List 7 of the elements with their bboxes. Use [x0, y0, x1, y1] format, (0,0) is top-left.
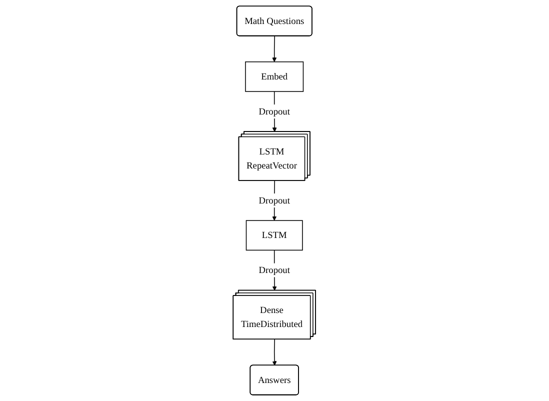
- node-box: LSTM: [246, 220, 303, 251]
- arrow: [272, 36, 277, 62]
- edge-label: Dropout: [258, 264, 290, 276]
- arrow: [272, 339, 277, 366]
- node-box: Embed: [245, 61, 304, 92]
- edge-label: Dropout: [258, 106, 290, 116]
- edge-label: Dropout: [258, 195, 290, 206]
